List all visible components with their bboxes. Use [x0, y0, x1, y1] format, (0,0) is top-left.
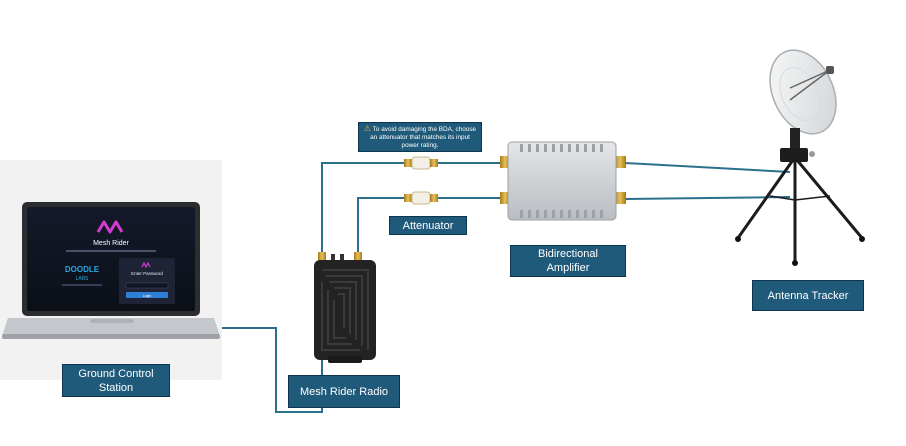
warning-text: To avoid damaging the BDA, choose an att… [370, 126, 477, 149]
mesh-rider-radio-device [314, 252, 376, 363]
cable-radio-to-bda-tx [321, 162, 410, 258]
cable-bda-to-antenna-2 [624, 196, 791, 200]
login-button-label: Login [143, 294, 152, 298]
label-ground-control-station: Ground Control Station [62, 364, 170, 397]
label-attenuator: Attenuator [389, 216, 467, 235]
label-antenna-tracker: Antenna Tracker [752, 280, 864, 311]
label-mesh-rider-radio: Mesh Rider Radio [288, 375, 400, 408]
laptop-screen: Mesh Rider DOODLE LABS Enter Password Lo… [62, 220, 175, 304]
attenuator-lower-device [404, 191, 438, 205]
password-field[interactable] [125, 282, 169, 289]
brand-labs: LABS [76, 276, 89, 282]
password-prompt: Enter Password [131, 271, 163, 276]
attenuator-warning-callout: ⚠ To avoid damaging the BDA, choose an a… [358, 122, 482, 152]
antenna-tracker-device [735, 49, 865, 266]
label-bidirectional-amplifier: Bidirectional Amplifier [510, 245, 626, 277]
warning-icon: ⚠ [363, 124, 372, 133]
cable-bda-to-antenna-1 [624, 162, 791, 173]
attenuator-upper-device [404, 156, 438, 170]
bidirectional-amplifier-device [500, 141, 626, 221]
login-button[interactable] [126, 292, 168, 298]
brand-doodle: DOODLE [65, 265, 100, 274]
laptop: Mesh Rider DOODLE LABS Enter Password Lo… [0, 160, 222, 380]
cable-radio-to-attenuator [357, 197, 410, 258]
app-name: Mesh Rider [93, 240, 129, 247]
mesh-rider-small-logo-icon [141, 261, 151, 269]
mesh-rider-logo-icon [96, 220, 124, 234]
